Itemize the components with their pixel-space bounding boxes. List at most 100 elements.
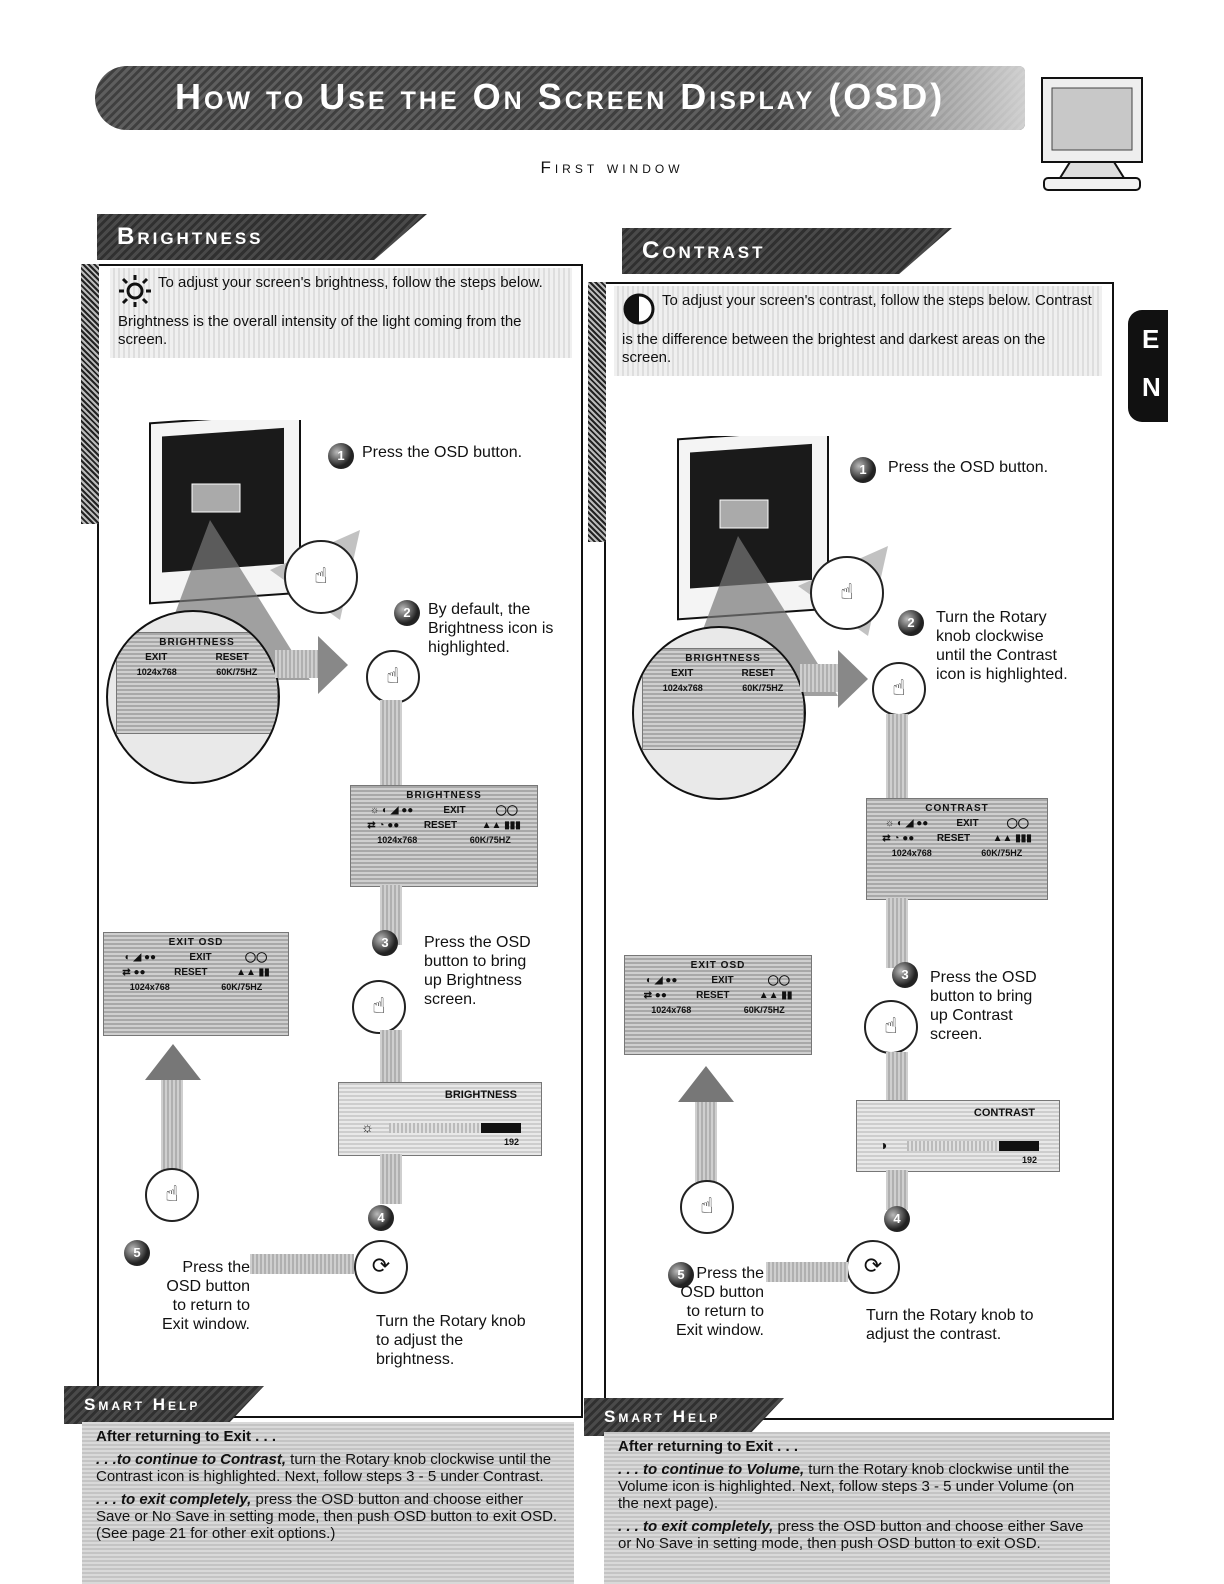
finger-press-icon: ☝ <box>872 662 926 716</box>
osd-zoom-circle: BRIGHTNESS EXIT RESET 1024x768 60K/75HZ <box>632 626 806 800</box>
step-number: 3 <box>372 930 398 956</box>
contrast-half-circle-icon <box>622 292 662 331</box>
finger-press-icon: ☝ <box>864 1000 918 1054</box>
osd-reset-label: RESET <box>174 967 208 978</box>
osd-bar-value: 192 <box>503 1137 519 1147</box>
contrast-heading: Contrast <box>622 228 952 274</box>
osd-resolution: 1024x768 <box>377 835 418 845</box>
page-title: How to Use the On Screen Display (OSD) <box>175 76 946 117</box>
panel-edge-hatch <box>81 264 99 524</box>
osd-refresh: 60K/75HZ <box>221 982 263 992</box>
osd-menu-title: BRIGHTNESS <box>159 637 235 648</box>
osd-resolution: 1024x768 <box>891 848 932 858</box>
connector <box>695 1102 717 1182</box>
connector <box>161 1080 183 1170</box>
arrow-up-icon <box>145 1044 201 1080</box>
osd-exit-label: EXIT <box>189 952 212 963</box>
step-number: 5 <box>668 1262 694 1288</box>
brightness-step-1: Press the OSD button. <box>362 444 523 461</box>
osd-resolution: 1024x768 <box>662 683 703 693</box>
smart-help-box: After returning to Exit . . . . . . to c… <box>604 1432 1110 1584</box>
smart-help-heading: Smart Help <box>64 1386 264 1424</box>
contrast-step-5: Press the OSD button to return to Exit w… <box>675 1265 764 1339</box>
step-number: 1 <box>328 443 354 469</box>
step-number: 3 <box>892 962 918 988</box>
finger-press-icon: ☝ <box>145 1168 199 1222</box>
finger-press-icon: ☝ <box>680 1180 734 1234</box>
tab-letter-bottom: N <box>1142 372 1161 402</box>
connector <box>800 664 844 692</box>
contrast-step-1: Press the OSD button. <box>888 459 1049 476</box>
sun-icon: ☼ <box>361 1119 374 1135</box>
help-continue: . . .to continue to Contrast, turn the R… <box>96 1451 552 1485</box>
connector <box>886 714 908 798</box>
osd-menu-title: BRIGHTNESS <box>406 790 482 801</box>
osd-exit-label: EXIT <box>443 805 466 816</box>
osd-exit-title: EXIT OSD <box>690 960 746 971</box>
osd-refresh: 60K/75HZ <box>469 835 511 845</box>
brightness-intro: To adjust your screen's brightness, foll… <box>110 268 572 358</box>
osd-refresh: 60K/75HZ <box>743 1005 785 1015</box>
finger-press-icon: ☝ <box>366 650 420 704</box>
osd-reset-label: RESET <box>423 820 458 831</box>
osd-reset-label: RESET <box>696 990 730 1001</box>
osd-resolution: 1024x768 <box>129 982 170 992</box>
finger-press-icon: ☝ <box>284 540 358 614</box>
osd-bar-title: CONTRAST <box>973 1107 1035 1119</box>
step-number: 5 <box>124 1240 150 1266</box>
osd-menu-screen: BRIGHTNESS ☼ ◐ ◢ ●●EXIT◯◯ ⇄ ◔ ●●RESET▲▲ … <box>350 785 538 887</box>
connector <box>886 1170 908 1210</box>
osd-menu-title: BRIGHTNESS <box>685 653 761 664</box>
help-lead: After returning to Exit . . . <box>618 1438 799 1455</box>
osd-refresh: 60K/75HZ <box>742 683 784 693</box>
connector <box>380 1154 402 1204</box>
help-continue: . . . to continue to Volume, turn the Ro… <box>618 1461 1075 1512</box>
step-number: 2 <box>394 600 420 626</box>
banner-fade <box>765 66 1025 130</box>
brightness-step-5: Press the OSD button to return to Exit w… <box>161 1259 250 1333</box>
smart-help-heading: Smart Help <box>584 1398 784 1436</box>
panel-edge-hatch <box>588 282 606 542</box>
osd-zoom-circle: BRIGHTNESS EXIT RESET 1024x768 60K/75HZ <box>106 610 280 784</box>
brightness-step-3: Press the OSD button to bring up Brightn… <box>424 934 531 1008</box>
osd-menu-screen: CONTRAST ☼ ◐ ◢ ●●EXIT◯◯ ⇄ ◔ ●●RESET▲▲ ▮▮… <box>866 798 1048 900</box>
help-exit: . . . to exit completely, press the OSD … <box>618 1518 1084 1552</box>
brightness-intro-text: To adjust your screen's brightness, foll… <box>118 274 543 348</box>
connector <box>275 650 323 678</box>
connector <box>250 1254 354 1274</box>
osd-bar-title: BRIGHTNESS <box>444 1089 517 1101</box>
osd-exit-label: EXIT <box>145 652 168 663</box>
contrast-step-3: Press the OSD button to bring up Contras… <box>930 969 1037 1043</box>
brightness-heading: Brightness <box>97 214 427 260</box>
sun-icon <box>118 274 158 313</box>
contrast-half-circle-icon: ◑ <box>879 1137 888 1153</box>
osd-exit-label: EXIT <box>956 818 979 829</box>
osd-refresh: 60K/75HZ <box>216 667 258 677</box>
step-number: 4 <box>884 1206 910 1232</box>
osd-exit-screen: EXIT OSD ◐ ◢ ●●EXIT◯◯ ⇄ ●●RESET▲▲ ▮▮ 102… <box>103 932 289 1036</box>
connector <box>766 1262 848 1282</box>
osd-menu-zoom: BRIGHTNESS EXIT RESET 1024x768 60K/75HZ <box>642 648 804 750</box>
level-bar-track <box>907 1141 1039 1151</box>
title-banner: How to Use the On Screen Display (OSD) <box>95 66 1025 130</box>
level-bar-fill <box>999 1141 1039 1151</box>
connector <box>886 1052 908 1100</box>
section-tab: E N <box>1128 310 1168 422</box>
arrow-up-icon <box>678 1066 734 1102</box>
osd-exit-label: EXIT <box>671 668 694 679</box>
rotary-knob-icon: ⟳ <box>846 1240 900 1294</box>
level-bar-track <box>389 1123 521 1133</box>
osd-reset-label: RESET <box>215 652 249 663</box>
contrast-intro-text: To adjust your screen's contrast, follow… <box>622 292 1092 366</box>
contrast-step-4: Turn the Rotary knob to adjust the contr… <box>866 1307 1034 1343</box>
osd-exit-label: EXIT <box>711 975 734 986</box>
osd-exit-title: EXIT OSD <box>168 937 224 948</box>
step-number: 2 <box>898 610 924 636</box>
osd-exit-screen: EXIT OSD ◐ ◢ ●●EXIT◯◯ ⇄ ●●RESET▲▲ ▮▮ 102… <box>624 955 812 1055</box>
osd-reset-label: RESET <box>741 668 775 679</box>
osd-resolution: 1024x768 <box>136 667 177 677</box>
contrast-step-2: Turn the Rotary knob clockwise until the… <box>936 609 1068 683</box>
smart-help-box: After returning to Exit . . . . . .to co… <box>82 1422 574 1584</box>
step-number: 1 <box>850 457 876 483</box>
osd-bar-value: 192 <box>1021 1155 1037 1165</box>
